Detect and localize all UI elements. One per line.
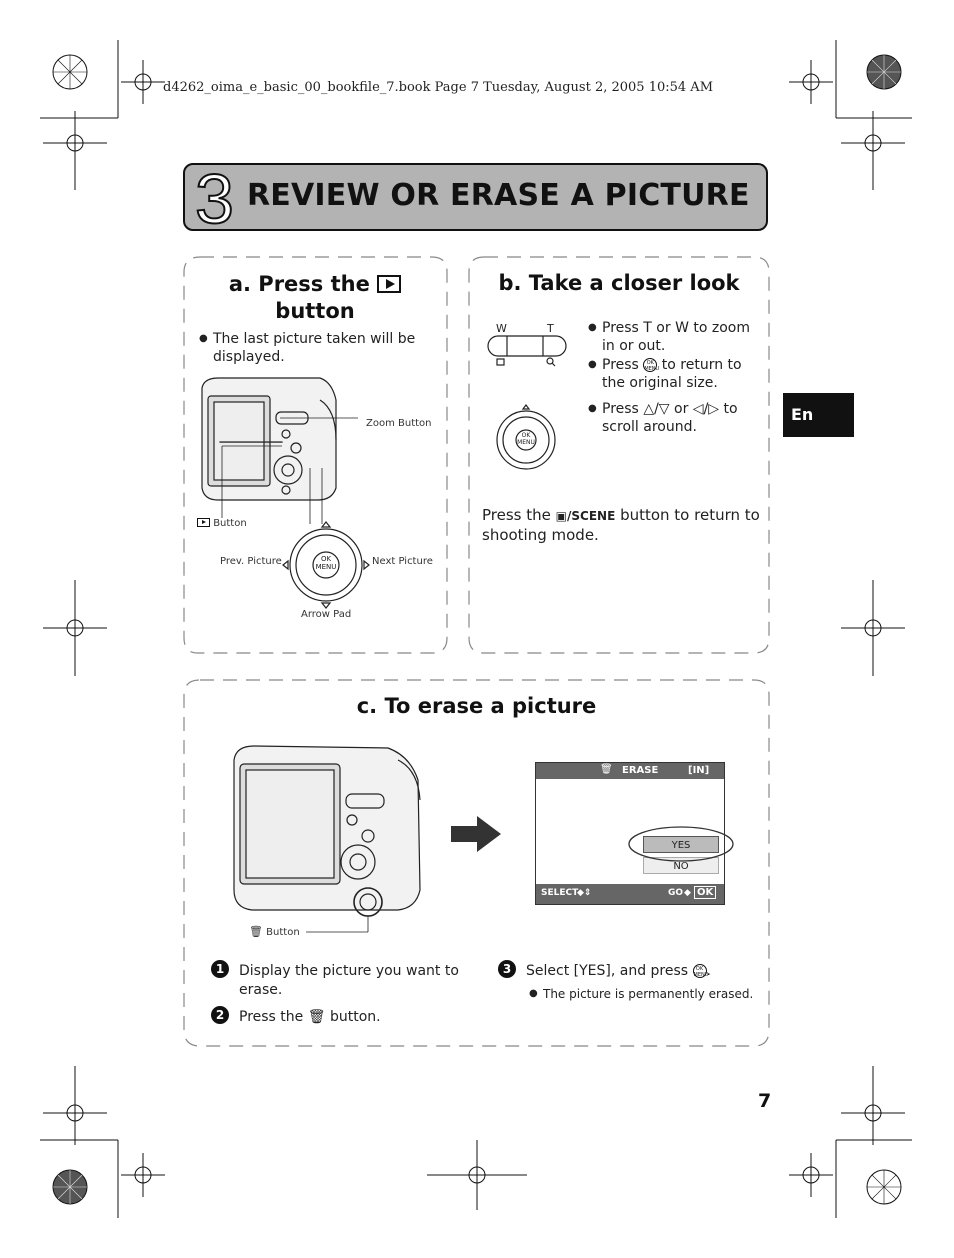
step-2-text: Press the 🗑 button.: [239, 1009, 381, 1025]
play-icon-small: [197, 518, 210, 527]
arrow-pad-label: Arrow Pad: [301, 609, 352, 620]
step-3-bullet: The picture is permanently erased.: [529, 985, 763, 1003]
yes-option[interactable]: YES: [643, 836, 719, 853]
section-b-heading: b. Take a closer look: [498, 271, 740, 295]
screen-bottom-bar: SELECT ◆⇕ GO ◆ OK: [536, 884, 724, 904]
trash-icon: 🗑: [307, 1009, 326, 1025]
step-1-number: 1: [211, 960, 229, 978]
yes-highlight-ellipse: [628, 826, 734, 862]
camera-scene-icon: ▣/SCENE: [555, 509, 616, 523]
section-a-heading: a. Press the button: [190, 271, 440, 325]
select-arrows-icon: ◆⇕: [577, 888, 592, 898]
camera-back-illustration: [201, 377, 370, 609]
page-title: REVIEW OR ERASE A PICTURE: [247, 178, 750, 213]
zoom-lever-t-label: T: [547, 322, 554, 335]
title-bar: 3 REVIEW OR ERASE A PICTURE: [183, 159, 768, 239]
next-picture-label: Next Picture: [372, 556, 433, 567]
go-arrow-icon: ◆: [684, 888, 691, 898]
section-b-return-text: Press the ▣/SCENE button to return to sh…: [482, 506, 760, 544]
section-b-bullet-3: Press △/▽ or ◁/▷ to scroll around.: [588, 400, 760, 436]
zoom-lever-illustration: [487, 335, 567, 470]
trash-icon: 🗑: [249, 925, 263, 938]
up-down-arrows-icon: △/▽: [643, 401, 670, 417]
step-1-text: Display the picture you want to erase.: [239, 963, 459, 998]
zoom-lever-w-label: W: [496, 322, 507, 335]
step-2-number: 2: [211, 1006, 229, 1024]
section-a-bullet: The last picture taken will be displayed…: [199, 330, 433, 366]
section-c-heading: c. To erase a picture: [356, 694, 597, 718]
trash-icon: 🗑: [600, 764, 613, 775]
no-option[interactable]: NO: [643, 857, 719, 874]
step-3-number: 3: [498, 960, 516, 978]
prev-picture-label: Prev. Picture: [220, 556, 282, 567]
camera-erase-illustration: [233, 745, 421, 933]
page-number: 7: [758, 1090, 772, 1112]
erase-button-label: 🗑 Button: [249, 925, 300, 938]
section-number: 3: [194, 159, 235, 239]
language-tab: En: [783, 393, 854, 437]
play-button-label: Button: [197, 518, 247, 529]
screen-title-bar: 🗑 ERASE [IN]: [536, 763, 724, 779]
section-b-bullet-1: Press T or W to zoom in or out.: [588, 319, 760, 355]
right-arrow-icon: [451, 816, 501, 852]
erase-screen: 🗑 ERASE [IN] YES NO SELECT ◆⇕ GO ◆ OK: [535, 762, 725, 905]
play-icon: [377, 275, 402, 293]
left-right-arrows-icon: ◁/▷: [692, 401, 720, 417]
file-header: d4262_oima_e_basic_00_bookfile_7.book Pa…: [163, 80, 714, 95]
zoom-button-label: Zoom Button: [366, 418, 432, 429]
